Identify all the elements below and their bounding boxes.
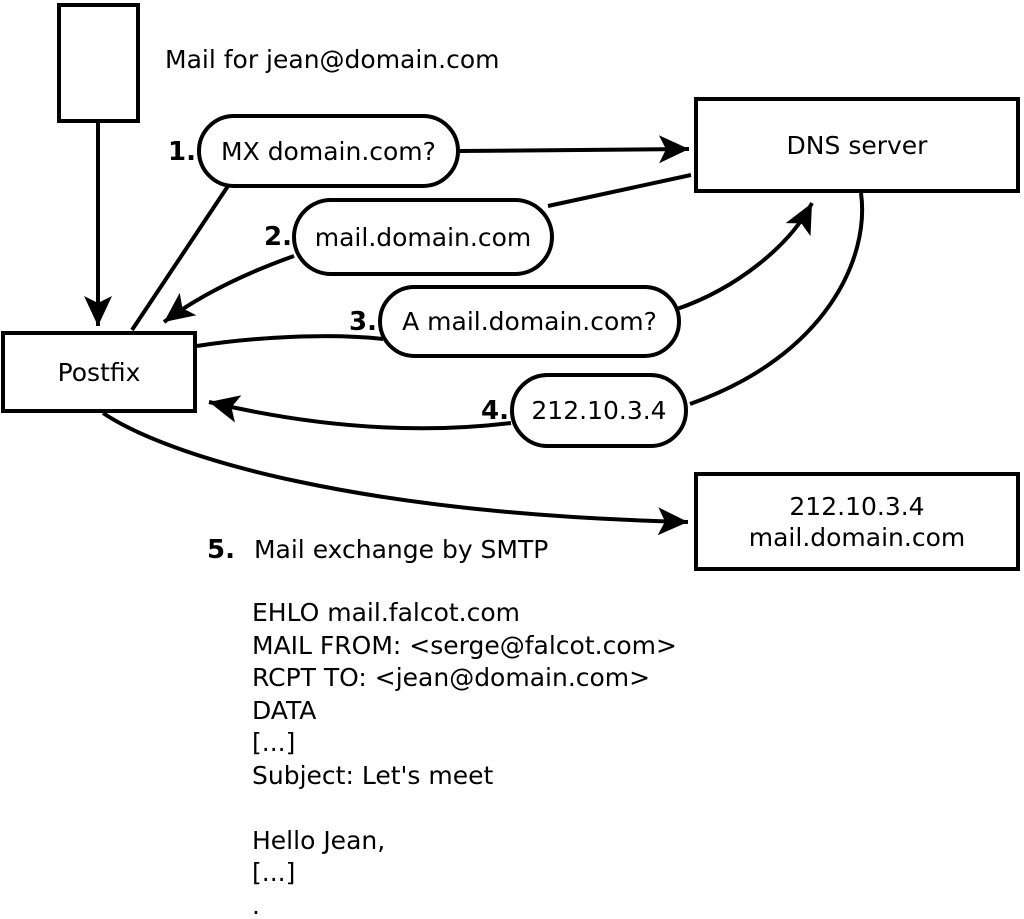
dns-server-label: DNS server xyxy=(786,130,928,160)
smtp-line: DATA xyxy=(252,695,317,725)
smtp-line: [...] xyxy=(252,858,296,887)
smtp-line: MAIL FROM: <serge@falcot.com> xyxy=(252,630,677,660)
step3-query-label: A mail.domain.com? xyxy=(402,307,657,336)
mail-message-box xyxy=(57,3,140,123)
step4-answer-pill: 212.10.3.4 xyxy=(510,373,688,448)
step2-answer-pill: mail.domain.com xyxy=(292,198,554,276)
step3-query-pill: A mail.domain.com? xyxy=(378,285,681,358)
step1-query-label: MX domain.com? xyxy=(221,136,436,166)
edge-query3-to-dns-arrow xyxy=(676,202,814,311)
edge-postfix-query1 xyxy=(130,184,230,332)
step5-caption: 5. Mail exchange by SMTP xyxy=(207,535,548,565)
step1-query-pill: MX domain.com? xyxy=(197,114,460,188)
step5-label: Mail exchange by SMTP xyxy=(253,535,549,564)
edge-answer4-to-postfix-arrow xyxy=(208,395,512,431)
step2-number: 2. xyxy=(264,222,292,252)
dns-server-box: DNS server xyxy=(694,97,1020,193)
smtp-line: Subject: Let's meet xyxy=(252,760,494,790)
smtp-transcript: EHLO mail.falcot.com MAIL FROM: <serge@f… xyxy=(252,597,677,919)
postfix-label: Postfix xyxy=(57,357,141,387)
mail-server-box: 212.10.3.4 mail.domain.com xyxy=(694,472,1020,571)
edge-smtp-to-mailserver-arrow xyxy=(101,411,689,536)
smtp-line: [...] xyxy=(252,728,296,757)
edge-postfix-query3 xyxy=(196,334,384,348)
step3-number: 3. xyxy=(349,307,377,337)
step2-answer-label: mail.domain.com xyxy=(314,222,532,252)
edge-answer2-from-dns xyxy=(547,173,692,208)
step1-number: 1. xyxy=(168,137,196,167)
step5-number: 5. xyxy=(207,535,235,565)
postfix-box: Postfix xyxy=(1,331,197,413)
smtp-line: Hello Jean, xyxy=(252,825,386,855)
edge-answer4-from-dns xyxy=(689,192,865,406)
mail-caption: Mail for jean@domain.com xyxy=(165,45,500,74)
mail-server-ip: 212.10.3.4 xyxy=(789,491,925,521)
mail-server-hostname: mail.domain.com xyxy=(748,522,966,552)
step4-answer-label: 212.10.3.4 xyxy=(531,396,667,425)
smtp-line: RCPT TO: <jean@domain.com> xyxy=(252,663,651,692)
step4-number: 4. xyxy=(481,396,509,426)
smtp-line: EHLO mail.falcot.com xyxy=(252,598,521,627)
edge-answer2-to-postfix-arrow xyxy=(162,254,295,324)
edge-query1-to-dns-arrow xyxy=(458,135,690,164)
smtp-line: . xyxy=(252,890,260,919)
smtp-line xyxy=(252,792,677,825)
